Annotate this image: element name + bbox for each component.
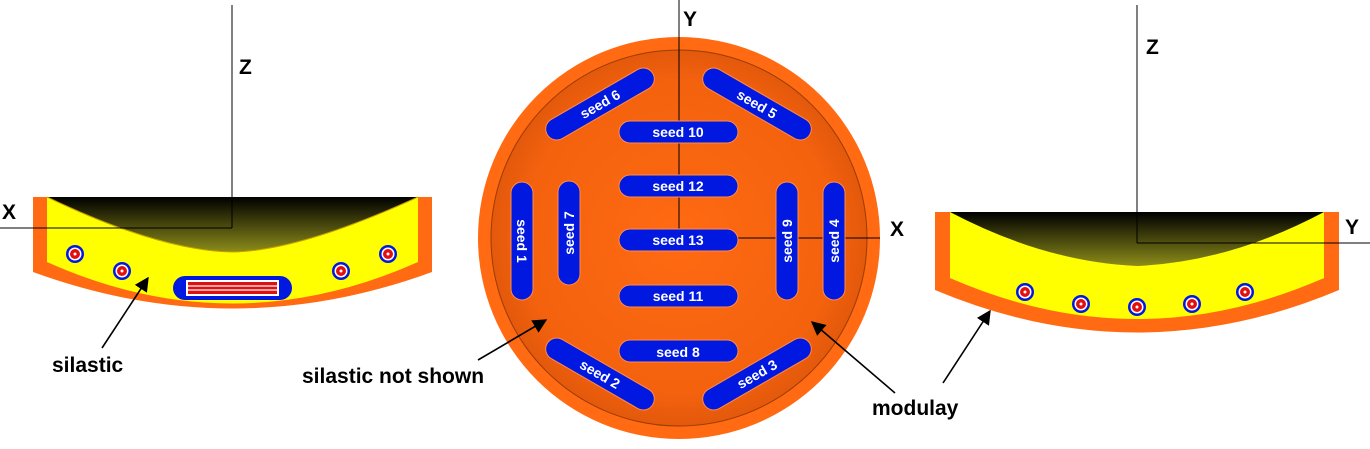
left-callout-arrow — [101, 276, 149, 349]
left-eye-boundary — [46, 196, 419, 253]
seed-11: seed 11 — [618, 284, 739, 308]
svg-text:seed 4: seed 4 — [826, 219, 842, 263]
left-seed-capsule — [173, 276, 292, 300]
right-side-view: Z Y — [935, 5, 1370, 384]
left-z-label: Z — [239, 56, 252, 79]
svg-text:seed 10: seed 10 — [652, 124, 704, 140]
seed-1: seed 1 — [510, 181, 534, 301]
center-right-callout-text: modulay — [872, 397, 959, 420]
center-y-label: Y — [683, 8, 697, 31]
svg-text:seed 8: seed 8 — [656, 344, 700, 360]
seed-10: seed 10 — [618, 120, 739, 144]
seed-8: seed 8 — [618, 339, 739, 363]
seed-13: seed 13 — [618, 228, 739, 252]
left-x-label: X — [2, 201, 16, 224]
left-seed-dots — [66, 245, 397, 280]
left-callout-text: silastic — [52, 354, 124, 377]
seed-12: seed 12 — [618, 174, 739, 198]
center-left-callout-text: silastic not shown — [302, 365, 484, 388]
center-left-callout-arrow — [477, 319, 548, 361]
seed-4: seed 4 — [822, 181, 846, 301]
center-top-view: seed 10 seed 12 seed 13 seed 11 seed 8 s… — [302, 0, 959, 439]
svg-text:seed 13: seed 13 — [652, 232, 704, 248]
center-right-callout-arrow — [810, 321, 896, 394]
svg-text:seed 11: seed 11 — [653, 288, 704, 304]
seed-7: seed 7 — [557, 180, 581, 286]
left-side-view: Z X silastic — [0, 5, 432, 377]
right-y-label: Y — [1345, 216, 1359, 239]
svg-text:seed 7: seed 7 — [561, 211, 577, 255]
center-x-label: X — [890, 218, 904, 241]
right-z-label: Z — [1146, 36, 1159, 59]
right-seed-dots — [1016, 283, 1254, 316]
svg-text:seed 12: seed 12 — [652, 178, 704, 194]
svg-text:seed 9: seed 9 — [779, 219, 795, 263]
right-callout-arrow — [942, 309, 991, 384]
svg-text:seed 1: seed 1 — [514, 219, 530, 263]
seed-9: seed 9 — [775, 181, 799, 301]
